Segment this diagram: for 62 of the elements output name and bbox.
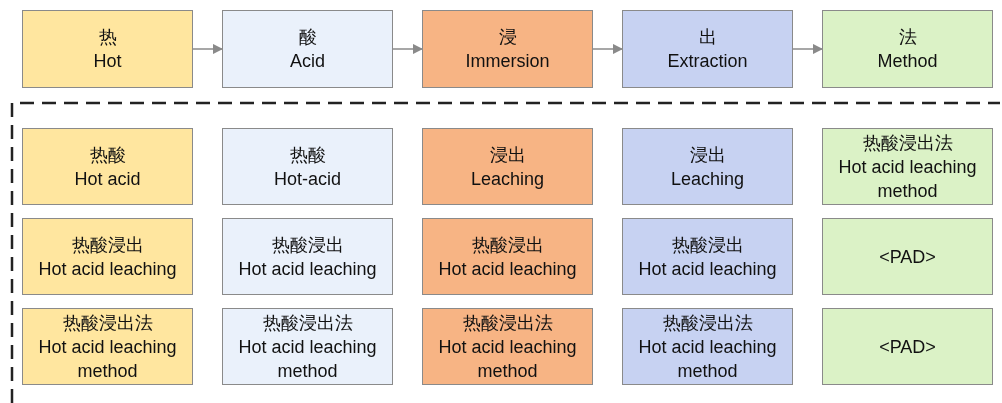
chinese-term: 酸 xyxy=(298,25,317,49)
english-term: Hot acid xyxy=(74,167,141,191)
chinese-term: 热酸浸出法 xyxy=(62,310,153,335)
english-term: Hot acid leaching xyxy=(638,257,777,281)
term-box xyxy=(222,308,393,385)
english-term: Hot acid leaching xyxy=(438,257,577,281)
term-box xyxy=(622,308,793,385)
english-term: Hot acid leaching method xyxy=(837,155,978,203)
chinese-term: 热酸浸出 xyxy=(671,232,744,257)
arrow xyxy=(592,43,624,55)
english-term: Hot acid leaching xyxy=(38,257,177,281)
term-box xyxy=(622,10,793,88)
english-term: Hot xyxy=(93,50,122,73)
chinese-term: 热酸浸出法 xyxy=(862,130,953,155)
chinese-term: 热酸 xyxy=(289,142,326,167)
term-box xyxy=(22,128,193,205)
english-term: Hot acid leaching method xyxy=(637,335,778,383)
term-box xyxy=(222,128,393,205)
chinese-term: 热酸浸出法 xyxy=(462,310,553,335)
term-box xyxy=(422,308,593,385)
term-box xyxy=(422,218,593,295)
english-term: Hot acid leaching method xyxy=(237,335,378,383)
english-term: Hot acid leaching method xyxy=(37,335,178,383)
term-box xyxy=(22,10,193,88)
term-box xyxy=(622,128,793,205)
term-box xyxy=(822,128,993,205)
chinese-term: 热酸浸出 xyxy=(71,232,144,257)
term-box xyxy=(422,128,593,205)
english-term: Method xyxy=(877,50,938,73)
term-box xyxy=(222,10,393,88)
english-term: Hot acid leaching xyxy=(238,257,377,281)
english-term: Immersion xyxy=(465,50,550,73)
term-box xyxy=(22,218,193,295)
term-box xyxy=(22,308,193,385)
english-term: Extraction xyxy=(667,50,748,73)
chinese-term: 浸 xyxy=(498,25,517,49)
term-box xyxy=(622,218,793,295)
english-term: Hot-acid xyxy=(274,167,341,191)
chinese-term: 浸出 xyxy=(489,142,526,167)
term-box xyxy=(222,218,393,295)
english-term: Hot acid leaching method xyxy=(437,335,578,383)
term-box xyxy=(422,10,593,88)
chinese-term: 热酸浸出 xyxy=(471,232,544,257)
chinese-term: 热 xyxy=(98,25,117,49)
chinese-term: 出 xyxy=(698,25,717,49)
arrow xyxy=(792,43,824,55)
arrow xyxy=(392,43,424,55)
term-box xyxy=(822,308,993,385)
term-box xyxy=(822,10,993,88)
chinese-term: 热酸浸出法 xyxy=(662,310,753,335)
english-term: <PAD> xyxy=(879,245,936,269)
term-box xyxy=(822,218,993,295)
chinese-term: 热酸浸出 xyxy=(271,232,344,257)
chinese-term: 法 xyxy=(898,25,917,49)
arrow xyxy=(192,43,224,55)
english-term: Leaching xyxy=(670,167,745,191)
chinese-term: 热酸浸出法 xyxy=(262,310,353,335)
english-term: <PAD> xyxy=(879,335,936,359)
english-term: Acid xyxy=(290,50,325,73)
chinese-term: 热酸 xyxy=(89,142,126,167)
english-term: Leaching xyxy=(470,167,545,191)
chinese-term: 浸出 xyxy=(689,142,726,167)
